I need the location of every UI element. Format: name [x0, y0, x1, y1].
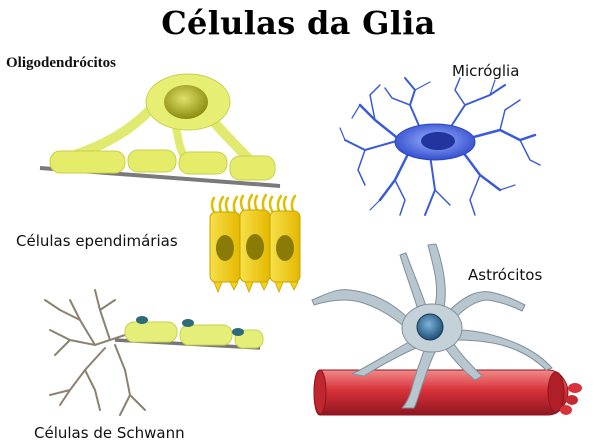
- nucleus: [136, 316, 148, 324]
- neuron-dendrites: [44, 289, 146, 416]
- astrocyte-processes: [311, 243, 553, 409]
- nucleus: [421, 132, 455, 150]
- myelin-segment: [49, 150, 126, 174]
- schwann-cells-illustration: [44, 289, 264, 416]
- astrocyte-illustration: [311, 243, 582, 416]
- nucleus: [232, 328, 244, 336]
- label-ependimarias: Células ependimárias: [16, 232, 178, 250]
- ependymal-cells-illustration: [209, 193, 301, 294]
- nucleus: [182, 319, 194, 327]
- label-oligodendrocitos: Oligodendrócitos: [6, 55, 117, 71]
- blood-vessel: [313, 369, 582, 416]
- nucleus: [416, 313, 444, 341]
- nucleus: [246, 234, 264, 260]
- myelin-segment: [229, 155, 276, 181]
- label-astrocitos: Astrócitos: [468, 266, 543, 284]
- nucleus: [164, 85, 208, 119]
- nucleus: [216, 235, 234, 261]
- microglia-illustration: [339, 77, 541, 216]
- oligodendrocyte-illustration: [39, 73, 281, 188]
- label-schwann: Células de Schwann: [34, 424, 185, 442]
- cilia: [210, 193, 297, 214]
- schwann-cell: [124, 321, 178, 343]
- myelin-segment: [127, 149, 177, 173]
- label-microglia: Micróglia: [452, 62, 520, 80]
- myelin-segment: [178, 151, 228, 175]
- diagram-title: Células da Glia: [161, 4, 436, 42]
- nucleus: [276, 235, 294, 261]
- schwann-cell: [179, 324, 233, 346]
